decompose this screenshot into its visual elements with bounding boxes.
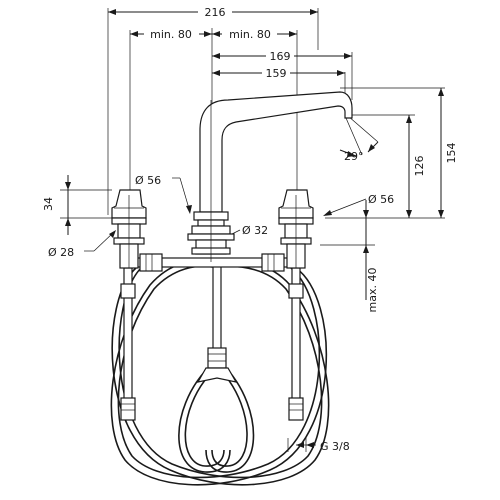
- connection-bar: [127, 253, 297, 272]
- dim-right-spacing-label: min. 80: [229, 28, 271, 41]
- dim-126-label: 126: [413, 156, 426, 177]
- dim-216-label: 216: [205, 6, 226, 19]
- dim-connection-label: G 3/8: [320, 440, 350, 453]
- dimension-handle-height: 34: [42, 175, 71, 235]
- dimension-spout-height-inner: 126: [406, 115, 426, 218]
- dimension-spout-reach-inner: 159: [212, 65, 345, 80]
- dimension-spout-angle: 29°: [339, 115, 379, 163]
- dim-159-label: 159: [266, 67, 287, 80]
- leader-handle-left: Ø 56: [135, 174, 192, 214]
- supply-pipes: [120, 261, 304, 421]
- dim-34-label: 34: [42, 197, 55, 211]
- dim-169-label: 169: [270, 50, 291, 63]
- leader-handle-right: Ø 56: [323, 193, 394, 216]
- dim-left-spacing-label: min. 80: [150, 28, 192, 41]
- dimension-spout-reach-outer: 169: [212, 48, 352, 63]
- dimension-spout-height-outer: 154: [438, 88, 458, 218]
- leader-connection: G 3/8: [287, 438, 350, 453]
- dim-handle-left-label: Ø 56: [135, 174, 161, 187]
- left-handle: [111, 189, 147, 269]
- dim-handle-right-label: Ø 56: [368, 193, 394, 206]
- dimension-overall-width: 216: [108, 4, 318, 19]
- leader-shank: Ø 28: [48, 230, 116, 259]
- dim-154-label: 154: [445, 143, 458, 164]
- dimension-max-depth: max. 40: [363, 200, 379, 312]
- hose-loops: [110, 259, 330, 486]
- dim-angle-label: 29°: [344, 150, 364, 163]
- hose-splitter: [196, 347, 238, 383]
- dimension-spacing: min. 80 min. 80: [130, 26, 297, 41]
- dim-max40-label: max. 40: [366, 268, 379, 313]
- spout: [187, 91, 353, 262]
- dim-spout-base-label: Ø 32: [242, 224, 268, 237]
- right-handle: [278, 189, 314, 269]
- dim-shank-label: Ø 28: [48, 246, 74, 259]
